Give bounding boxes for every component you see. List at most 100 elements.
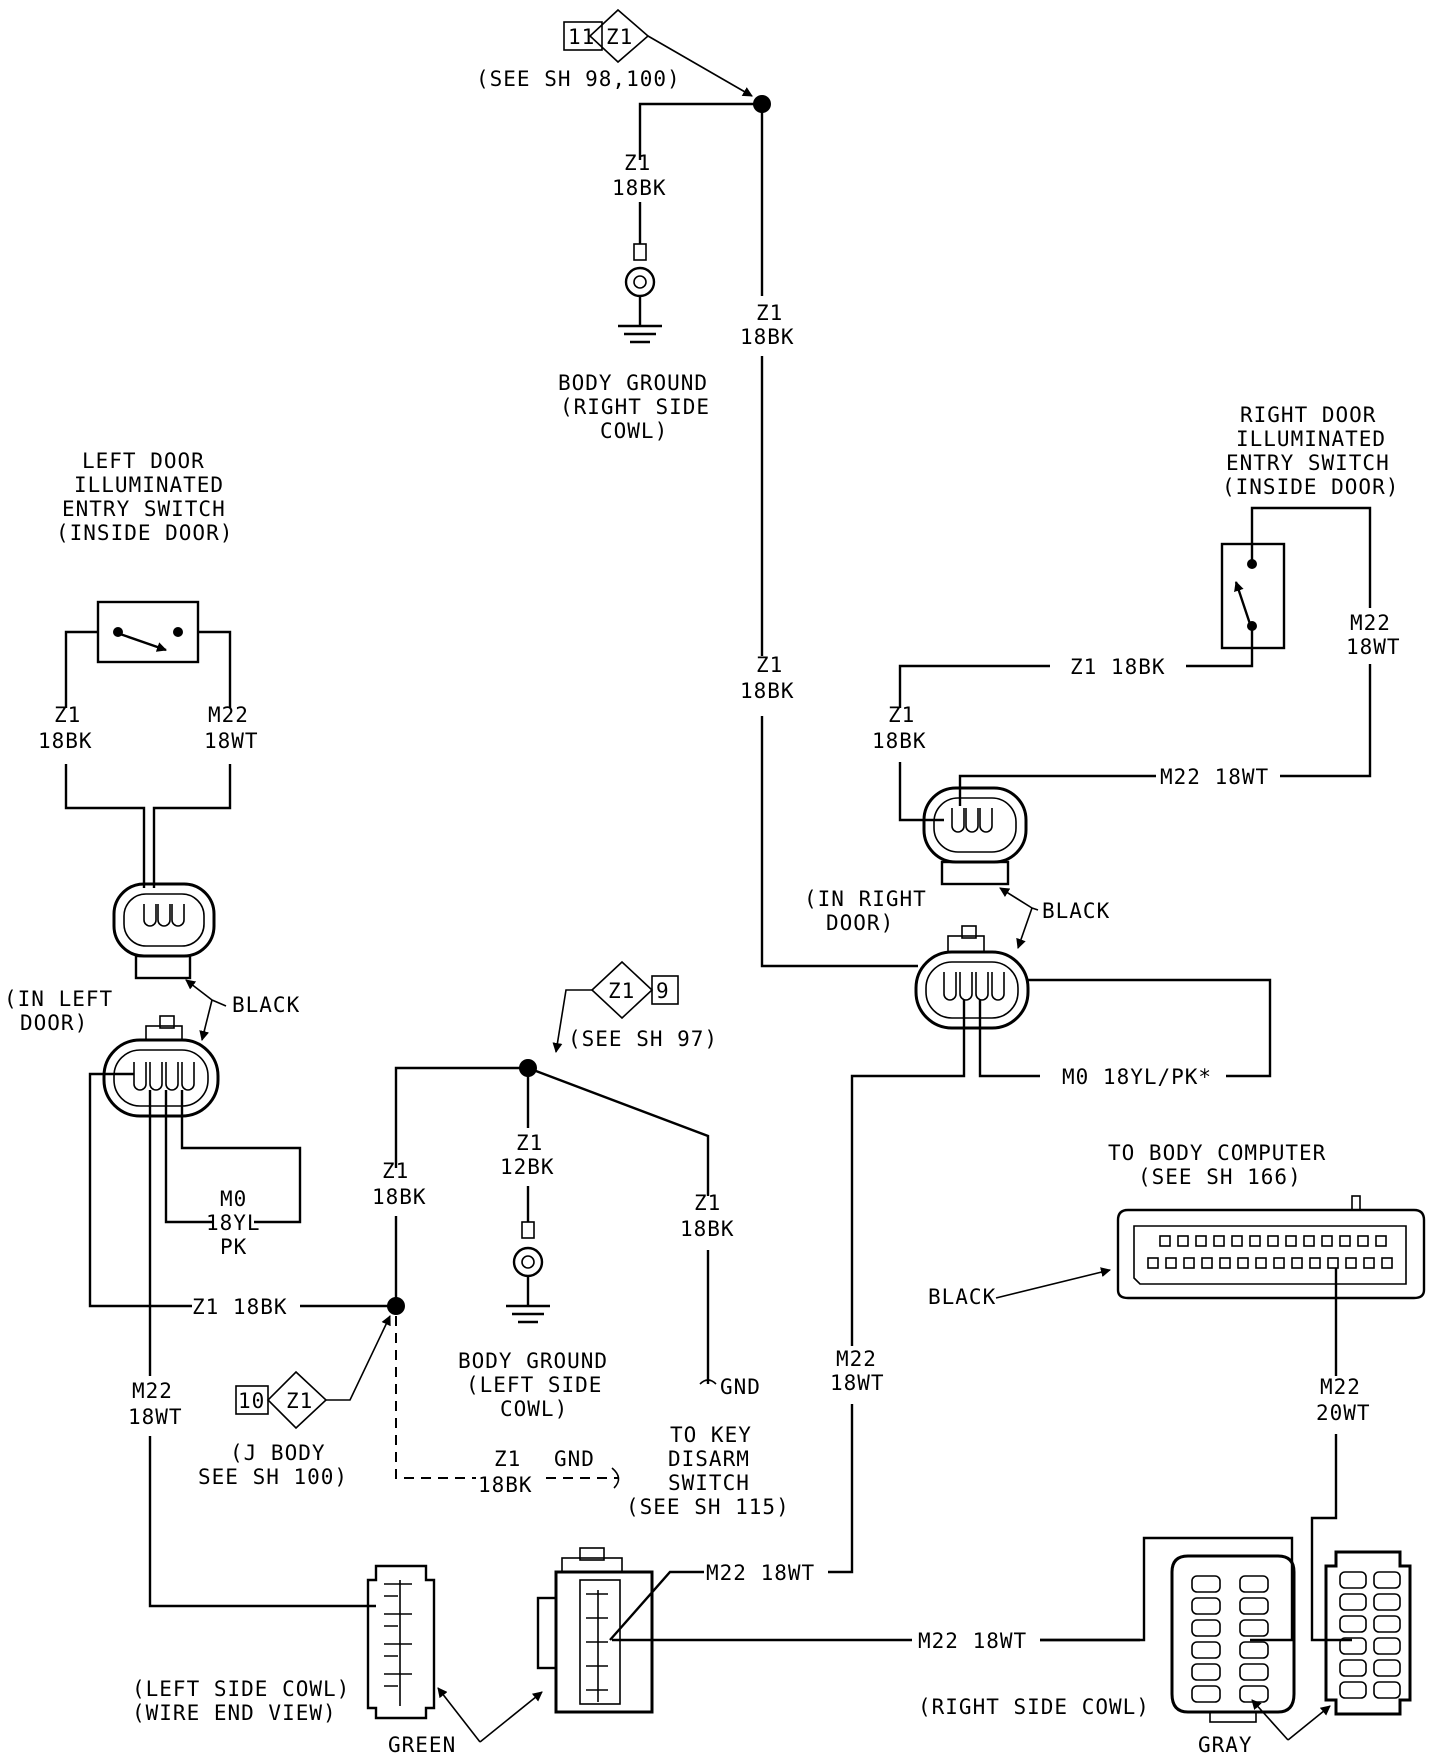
pin-cavity bbox=[1255, 1257, 1267, 1269]
body-computer-wire-gauge: 20WT bbox=[1316, 1401, 1371, 1425]
center-ref-page: 9 bbox=[656, 979, 670, 1003]
right-ground-wire-code: Z1 bbox=[624, 151, 651, 175]
pin-cavity bbox=[1357, 1235, 1369, 1247]
key-disarm-gnd: GND bbox=[720, 1375, 761, 1399]
right-ground-wire bbox=[638, 102, 762, 160]
pin-cavity bbox=[1339, 1571, 1367, 1589]
green-label: GREEN bbox=[388, 1733, 456, 1754]
pin-cavity bbox=[1327, 1257, 1339, 1269]
body-computer-label-2: (SEE SH 166) bbox=[1138, 1165, 1302, 1189]
left-ground-label-3: COWL) bbox=[500, 1397, 568, 1421]
center-ref-connector: Z1 9 (SEE SH 97) bbox=[552, 960, 718, 1053]
right-door-conn-color: BLACK bbox=[1042, 899, 1110, 923]
center-cowl-connector bbox=[536, 1547, 654, 1714]
right-switch-m22-label: M22 18WT bbox=[1160, 765, 1269, 789]
left-door-z1-label: Z1 18BK bbox=[192, 1295, 288, 1319]
left-door-loc-1: (IN LEFT bbox=[4, 987, 113, 1011]
pin-cavity bbox=[1213, 1235, 1225, 1247]
left-door-m22-code: M22 bbox=[132, 1379, 173, 1403]
pin-cavity bbox=[1303, 1235, 1315, 1247]
left-switch-label-2: ILLUMINATED bbox=[74, 473, 224, 497]
pin-cavity bbox=[1373, 1615, 1401, 1633]
right-door-m0-label: M0 18YL/PK* bbox=[1062, 1065, 1212, 1089]
pin-cavity bbox=[1239, 1575, 1269, 1593]
right-cowl-connector-a bbox=[1170, 1554, 1296, 1723]
pin-cavity bbox=[1339, 1615, 1367, 1633]
left-ground-symbol bbox=[506, 1186, 550, 1324]
pin-cavity bbox=[1381, 1257, 1393, 1269]
pin-cavity bbox=[1321, 1235, 1333, 1247]
key-disarm-label-4: (SEE SH 115) bbox=[626, 1495, 790, 1519]
pin-cavity bbox=[1239, 1685, 1269, 1703]
left-door-switch bbox=[96, 600, 200, 664]
key-disarm-label-2: DISARM bbox=[668, 1447, 750, 1471]
pin-cavity bbox=[1191, 1575, 1221, 1593]
right-switch-label-2: ILLUMINATED bbox=[1236, 427, 1386, 451]
left-ground-wire-gauge: 12BK bbox=[500, 1155, 555, 1179]
left-switch-wire-a-gauge: 18BK bbox=[38, 729, 93, 753]
pin-cavity bbox=[1239, 1663, 1269, 1681]
pin-cavity bbox=[1339, 1681, 1367, 1699]
pin-cavity bbox=[1373, 1637, 1401, 1655]
pin-cavity bbox=[1183, 1257, 1195, 1269]
left-door-conn-color: BLACK bbox=[232, 993, 300, 1017]
key-disarm-label-3: SWITCH bbox=[668, 1471, 750, 1495]
right-cowl-connector-b bbox=[1324, 1550, 1412, 1716]
pin-cavity bbox=[1147, 1257, 1159, 1269]
body-computer-wire-code: M22 bbox=[1320, 1375, 1361, 1399]
pin-cavity bbox=[1191, 1619, 1221, 1637]
mid-m22-gauge: 18WT bbox=[830, 1371, 885, 1395]
center-ref-note: (SEE SH 97) bbox=[568, 1027, 718, 1051]
top-ref-diamond bbox=[588, 8, 650, 64]
right-switch-z1-label: Z1 18BK bbox=[1070, 655, 1166, 679]
pin-cavity bbox=[1373, 1659, 1401, 1677]
pin-cavity bbox=[1285, 1235, 1297, 1247]
key-disarm-label-1: TO KEY bbox=[670, 1423, 752, 1447]
key-disarm-wire-code: Z1 bbox=[694, 1191, 721, 1215]
pin-cavity bbox=[1373, 1571, 1401, 1589]
right-switch-label-4: (INSIDE DOOR) bbox=[1222, 475, 1399, 499]
center-splice-gauge: 18BK bbox=[372, 1185, 427, 1209]
left-cowl-label-1: (LEFT SIDE COWL) bbox=[132, 1677, 350, 1701]
pin-cavity bbox=[1249, 1235, 1261, 1247]
left-cowl-connector bbox=[366, 1564, 436, 1720]
pin-cavity bbox=[1201, 1257, 1213, 1269]
left-switch-wire-b-code: M22 bbox=[208, 703, 249, 727]
top-ref-circuit: Z1 bbox=[606, 25, 633, 49]
jbody-ref-label-2: SEE SH 100) bbox=[198, 1465, 348, 1489]
pin-cavity bbox=[1373, 1681, 1401, 1699]
left-ground-label-1: BODY GROUND bbox=[458, 1349, 608, 1373]
pin-cavity bbox=[1363, 1257, 1375, 1269]
dashed-wire-gnd: GND bbox=[554, 1447, 595, 1471]
pin-cavity bbox=[1273, 1257, 1285, 1269]
right-ground-label-2: (RIGHT SIDE bbox=[560, 395, 710, 419]
main-trunk-wire bbox=[760, 716, 918, 968]
left-switch-label-3: ENTRY SWITCH bbox=[62, 497, 226, 521]
right-ground-wire-gauge: 18BK bbox=[612, 176, 667, 200]
right-switch-label-1: RIGHT DOOR bbox=[1240, 403, 1376, 427]
left-door-m22-gauge: 18WT bbox=[128, 1405, 183, 1429]
right-switch-m22-gauge: 18WT bbox=[1346, 635, 1401, 659]
mid-m22-code: M22 bbox=[836, 1347, 877, 1371]
center-m22-label: M22 18WT bbox=[706, 1561, 815, 1585]
pin-cavity bbox=[1191, 1685, 1221, 1703]
pin-cavity bbox=[1191, 1597, 1221, 1615]
right-ground-label-1: BODY GROUND bbox=[558, 371, 708, 395]
body-computer-color: BLACK bbox=[928, 1285, 996, 1309]
left-switch-label-4: (INSIDE DOOR) bbox=[56, 521, 233, 545]
right-cowl-label: (RIGHT SIDE COWL) bbox=[918, 1695, 1150, 1719]
right-switch-z1-gauge: 18BK bbox=[872, 729, 927, 753]
pin-cavity bbox=[1375, 1235, 1387, 1247]
pin-cavity bbox=[1267, 1235, 1279, 1247]
pin-cavity bbox=[1239, 1619, 1269, 1637]
right-ground-symbol bbox=[618, 202, 662, 344]
pin-cavity bbox=[1239, 1641, 1269, 1659]
left-door-loc-2: DOOR) bbox=[20, 1011, 88, 1035]
left-switch-wire-b-gauge: 18WT bbox=[204, 729, 259, 753]
pin-cavity bbox=[1195, 1235, 1207, 1247]
long-m22-label-over: M22 18WT bbox=[918, 1629, 1027, 1653]
left-door-m0-gauge: 18YL bbox=[206, 1211, 261, 1235]
left-splice bbox=[387, 1297, 405, 1315]
jbody-ref-label-1: (J BODY bbox=[230, 1441, 326, 1465]
